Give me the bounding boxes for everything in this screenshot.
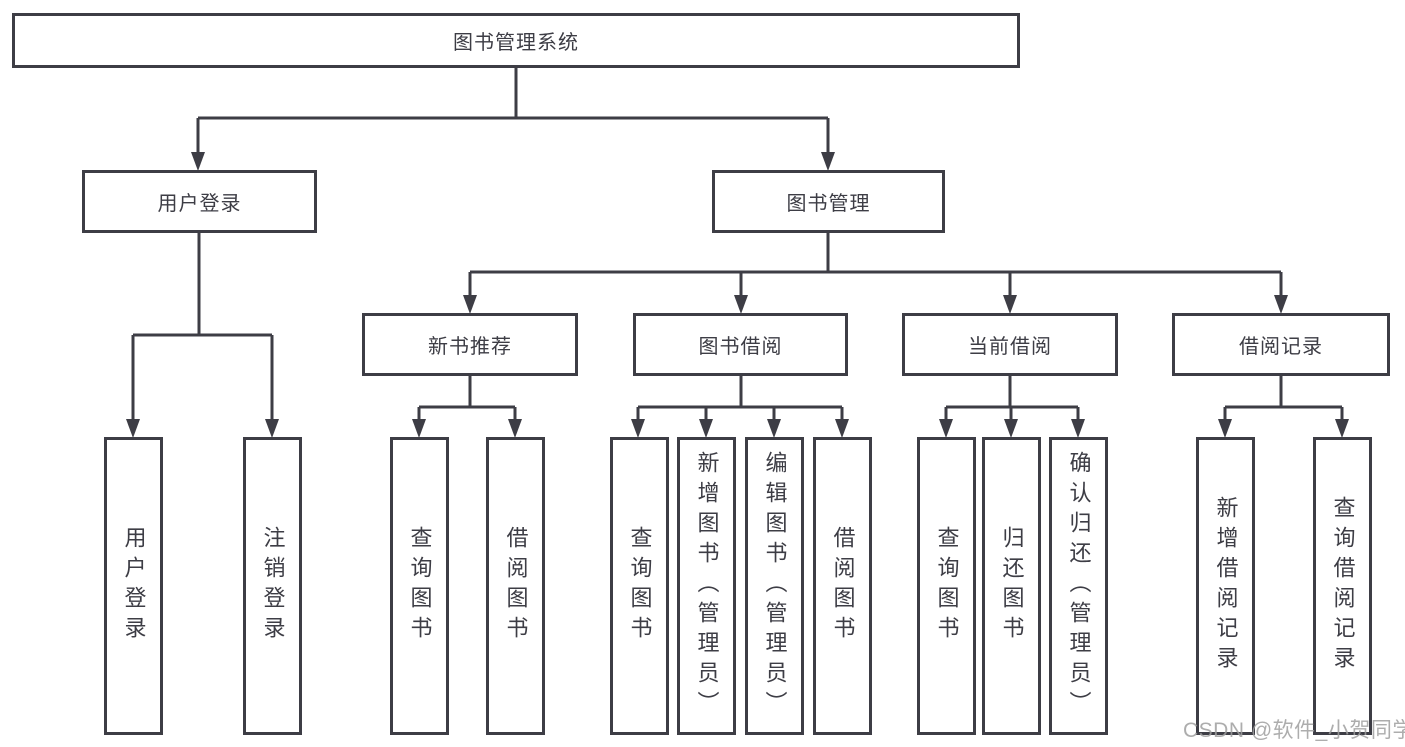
node-current-borrow: 当前借阅 xyxy=(902,313,1118,376)
leaf-user-login: 用户登录 xyxy=(104,437,163,735)
connector-user-login-branch xyxy=(126,233,279,438)
leaf-confirm-return-admin: 确认归还（管理员） xyxy=(1049,437,1108,735)
leaf-add-books-admin: 新增图书（管理员） xyxy=(677,437,736,735)
node-new-book-recommend: 新书推荐 xyxy=(362,313,578,376)
leaf-return-books: 归还图书 xyxy=(982,437,1041,735)
leaf-query-books-borrow: 查询图书 xyxy=(610,437,669,735)
leaf-borrow-books-recommend: 借阅图书 xyxy=(486,437,545,735)
node-library-system: 图书管理系统 xyxy=(12,13,1020,68)
node-book-borrow: 图书借阅 xyxy=(633,313,848,376)
connector-borrow-branch xyxy=(631,376,849,438)
node-user-login: 用户登录 xyxy=(82,170,317,233)
leaf-logout: 注销登录 xyxy=(243,437,302,735)
node-book-management: 图书管理 xyxy=(712,170,945,233)
leaf-add-borrow-record: 新增借阅记录 xyxy=(1196,437,1255,735)
leaf-edit-books-admin: 编辑图书（管理员） xyxy=(745,437,804,735)
node-borrow-records: 借阅记录 xyxy=(1172,313,1390,376)
connector-book-management-to-level3 xyxy=(463,233,1288,314)
leaf-query-books-current: 查询图书 xyxy=(917,437,976,735)
connector-root-to-level2 xyxy=(191,68,835,171)
leaf-query-borrow-record: 查询借阅记录 xyxy=(1313,437,1372,735)
csdn-watermark: CSDN @软件_小贺同学 xyxy=(1183,719,1405,742)
leaf-borrow-books: 借阅图书 xyxy=(813,437,872,735)
leaf-query-books-recommend: 查询图书 xyxy=(390,437,449,735)
connector-new-book-branch xyxy=(412,376,522,438)
connector-current-branch xyxy=(939,376,1085,438)
connector-records-branch xyxy=(1218,376,1349,438)
